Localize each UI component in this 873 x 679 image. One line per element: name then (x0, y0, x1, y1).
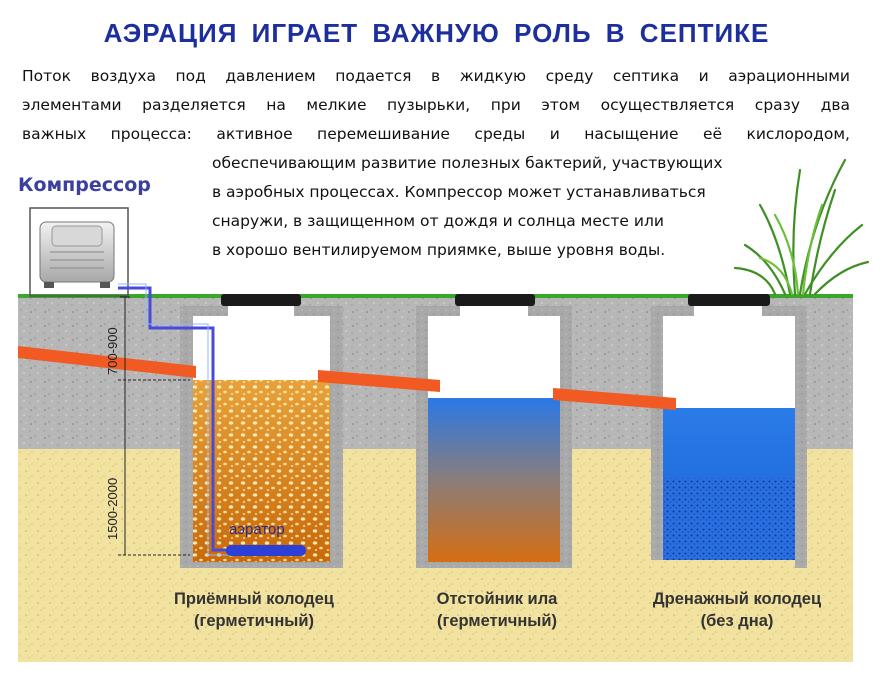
aerator (226, 545, 306, 556)
description-continuation: обеспечивающим развитие полезных бактери… (212, 149, 812, 265)
description-line: элементами разделяется на мелкие пузырьк… (22, 96, 850, 114)
manhole-lid (221, 294, 301, 306)
dimension-lower: 1500-2000 (105, 478, 120, 540)
compressor-niche (29, 207, 129, 297)
tank-drainage (651, 294, 807, 568)
drain-pipes (18, 346, 676, 410)
air-tube (118, 286, 232, 552)
tank-caption-drainage: Дренажный колодец (без дна) (628, 588, 846, 632)
grass-decoration (733, 158, 870, 296)
compressor-icon (39, 221, 115, 288)
tank-note: (без дна) (700, 612, 774, 630)
page-title: АЭРАЦИЯ ИГРАЕТ ВАЖНУЮ РОЛЬ В СЕПТИКЕ (103, 18, 770, 48)
description-line: снаружи, в защищенном от дождя и солнца … (212, 212, 664, 230)
dimension-upper: 700-900 (105, 327, 120, 375)
manhole-lid (688, 294, 770, 306)
description-line: Поток воздуха под давлением подается в ж… (22, 67, 850, 85)
tank-caption-receiving: Приёмный колодец (герметичный) (148, 588, 360, 632)
tank-note: (герметичный) (193, 612, 315, 630)
compressor-label: Компрессор (18, 174, 151, 196)
aerator-label: аэратор (229, 521, 285, 538)
dimension-lines (118, 296, 190, 556)
tank-caption-settling: Отстойник ила (герметичный) (397, 588, 597, 632)
manhole-lid (455, 294, 535, 306)
description-paragraph: Поток воздуха под давлением подается в ж… (22, 62, 850, 149)
grass-line (18, 294, 853, 298)
tank-settling (416, 294, 572, 568)
description-line: важных процесса: активное перемешивание … (22, 125, 850, 143)
tank-name: Дренажный колодец (652, 590, 822, 608)
tank-note: (герметичный) (436, 612, 558, 630)
tank-name: Отстойник ила (436, 590, 558, 608)
tank-receiving (180, 294, 343, 568)
description-line: в аэробных процессах. Компрессор может у… (212, 183, 706, 201)
tank-name: Приёмный колодец (174, 590, 334, 608)
description-line: в хорошо вентилируемом приямке, выше уро… (212, 241, 666, 259)
description-line: обеспечивающим развитие полезных бактери… (212, 154, 723, 172)
